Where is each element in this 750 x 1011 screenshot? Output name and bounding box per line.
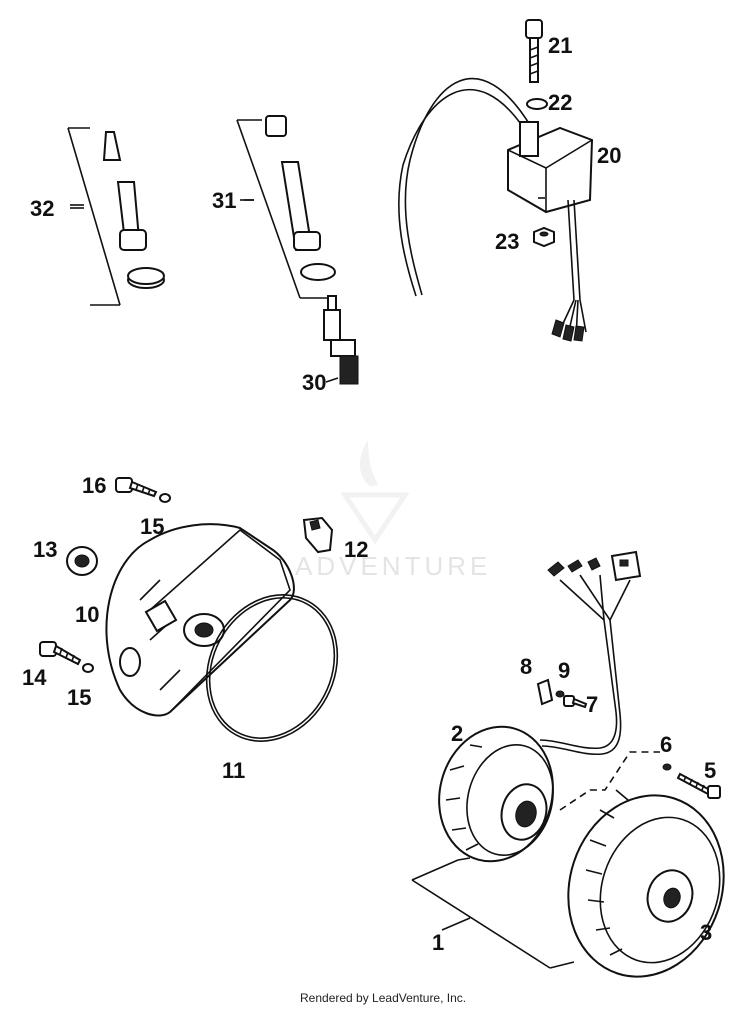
part-15-washer-bottom	[82, 663, 94, 673]
callout-32: 32	[30, 196, 54, 221]
part-10-generator-cover	[105, 523, 295, 717]
assembly-dash-line	[559, 751, 660, 811]
callout-2: 2	[451, 721, 463, 746]
part-9-washer	[555, 690, 565, 698]
callout-14: 14	[22, 665, 47, 690]
callout-16: 16	[82, 473, 106, 498]
callout-5: 5	[704, 758, 716, 783]
part-2-stator	[438, 711, 622, 863]
callout-9: 9	[558, 658, 570, 683]
callout-11: 11	[222, 758, 245, 783]
footer-credit: Rendered by LeadVenture, Inc.	[300, 991, 466, 1005]
callout-21: 21	[548, 33, 572, 58]
part-8-plate	[536, 678, 554, 706]
part-21-bolt	[525, 19, 543, 83]
part-11-gasket	[205, 594, 339, 742]
callout-8: 8	[520, 654, 532, 679]
callout-30: 30	[302, 370, 326, 395]
leader-lines	[70, 197, 545, 383]
part-30-spark-plug	[323, 295, 359, 385]
callout-6: 6	[660, 732, 672, 757]
part-13-seal	[66, 546, 98, 576]
callout-23: 23	[495, 229, 519, 254]
watermark-logo	[340, 440, 410, 545]
part-12-clip	[302, 516, 334, 554]
stator-wiring	[547, 550, 642, 715]
part-31-cap-set	[236, 115, 336, 299]
part-6-washer	[662, 763, 672, 771]
part-23-nut	[533, 226, 555, 248]
part-20-ignition-coil	[398, 78, 594, 342]
part-3-rotor	[567, 789, 725, 978]
callout-31: 31	[212, 188, 236, 213]
part-7-screw	[563, 695, 588, 709]
callout-15-bottom: 15	[67, 685, 91, 710]
part-14-screw	[39, 641, 82, 666]
part-22-washer	[526, 98, 548, 110]
part-5-screw	[676, 772, 721, 799]
callout-12: 12	[344, 537, 368, 562]
part-32-boot-set	[67, 127, 165, 306]
part-15-washer-top	[159, 493, 171, 503]
callout-7: 7	[586, 692, 598, 717]
watermark-text: ADVENTURE	[295, 551, 491, 581]
callout-22: 22	[548, 90, 572, 115]
part-16-screw	[115, 477, 158, 498]
callout-13: 13	[33, 537, 57, 562]
callout-20: 20	[597, 143, 621, 168]
callout-3: 3	[700, 920, 712, 945]
callout-15-top: 15	[140, 514, 164, 539]
callout-10: 10	[75, 602, 99, 627]
callout-1: 1	[432, 930, 444, 955]
part-1-bracket	[411, 857, 575, 969]
